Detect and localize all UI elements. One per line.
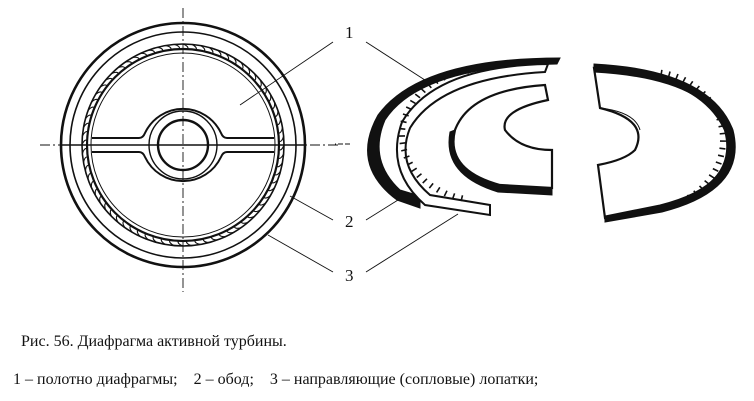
legend-item-2: 2 – обод;: [193, 371, 254, 388]
front-view: [40, 8, 338, 292]
label-1: 1: [345, 23, 354, 42]
diaphragm-drawing: [40, 8, 736, 292]
label-2: 2: [345, 212, 354, 231]
legend-item-1: 1 – полотно диафрагмы;: [13, 371, 178, 388]
figure-caption: Рис. 56. Диафрагма активной турбины.: [21, 333, 287, 350]
isometric-view: [335, 41, 736, 273]
label-3: 3: [345, 266, 354, 285]
diaphragm-figure: 1 2 3: [40, 8, 736, 292]
legend-item-3: 3 – направляющие (сопловые) лопатки;: [269, 371, 539, 388]
figure-legend: 1 – полотно диафрагмы; 2 – обод; 3 – нап…: [13, 372, 538, 388]
